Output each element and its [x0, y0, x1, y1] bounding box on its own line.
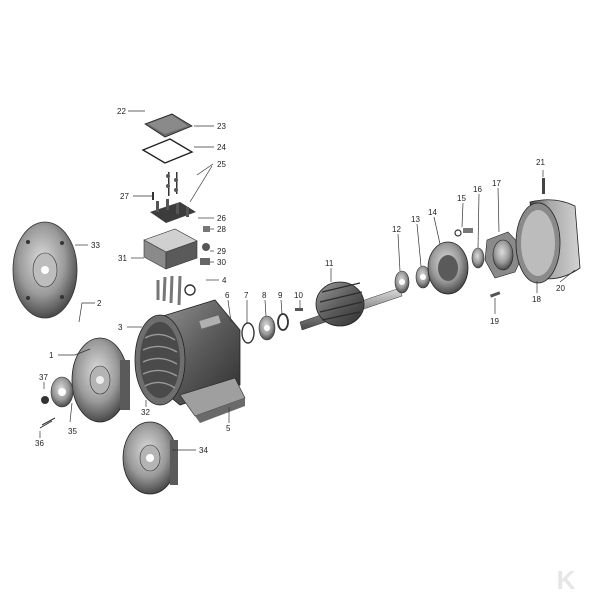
callout-24: 24 — [217, 143, 226, 152]
callout-30: 30 — [217, 258, 226, 267]
callout-20: 20 — [556, 284, 565, 293]
callout-13: 13 — [411, 215, 420, 224]
callout-14: 14 — [428, 208, 437, 217]
callout-34: 34 — [199, 446, 208, 455]
callout-29: 29 — [217, 247, 226, 256]
drive-end-parts — [394, 241, 469, 295]
brand-logo-text: K — [557, 565, 576, 595]
callout-2: 2 — [97, 299, 102, 308]
fan-parts — [454, 228, 526, 298]
callout-16: 16 — [473, 185, 482, 194]
bearing-rings-parts — [241, 308, 303, 344]
callout-18: 18 — [532, 295, 541, 304]
callout-25: 25 — [217, 160, 226, 169]
callout-7: 7 — [244, 291, 249, 300]
callout-17: 17 — [492, 179, 501, 188]
callout-12: 12 — [392, 225, 401, 234]
callout-3: 3 — [118, 323, 123, 332]
callout-10: 10 — [294, 291, 303, 300]
callout-15: 15 — [457, 194, 466, 203]
callout-27: 27 — [120, 192, 129, 201]
callout-9: 9 — [278, 291, 283, 300]
terminal-box-parts — [141, 113, 210, 270]
flange-shield-part — [12, 221, 78, 319]
end-shield-part — [71, 337, 130, 423]
leader-lines — [39, 110, 576, 451]
callout-31: 31 — [118, 254, 127, 263]
callout-22: 22 — [117, 107, 126, 116]
callout-6: 6 — [225, 291, 230, 300]
callout-5: 5 — [226, 424, 231, 433]
callout-11: 11 — [325, 259, 334, 268]
callout-4: 4 — [222, 276, 227, 285]
stator-housing-part — [134, 299, 246, 423]
callout-21: 21 — [536, 158, 545, 167]
callout-32: 32 — [141, 408, 150, 417]
callout-8: 8 — [262, 291, 267, 300]
callout-36: 36 — [35, 439, 44, 448]
callout-37: 37 — [39, 373, 48, 382]
rotor-part — [299, 281, 403, 331]
callout-1: 1 — [49, 351, 54, 360]
bearing-cover-parts — [39, 376, 74, 429]
callout-26: 26 — [217, 214, 226, 223]
lower-end-shield-part — [122, 421, 178, 495]
callout-labels: 1 2 3 4 5 6 7 8 9 10 11 12 13 14 15 16 1… — [35, 107, 565, 455]
callout-28: 28 — [217, 225, 226, 234]
brand-logo: K — [544, 565, 592, 595]
fan-cover-part — [515, 178, 581, 284]
callout-33: 33 — [91, 241, 100, 250]
callout-35: 35 — [68, 427, 77, 436]
motor-leads — [156, 275, 196, 306]
callout-23: 23 — [217, 122, 226, 131]
callout-19: 19 — [490, 317, 499, 326]
